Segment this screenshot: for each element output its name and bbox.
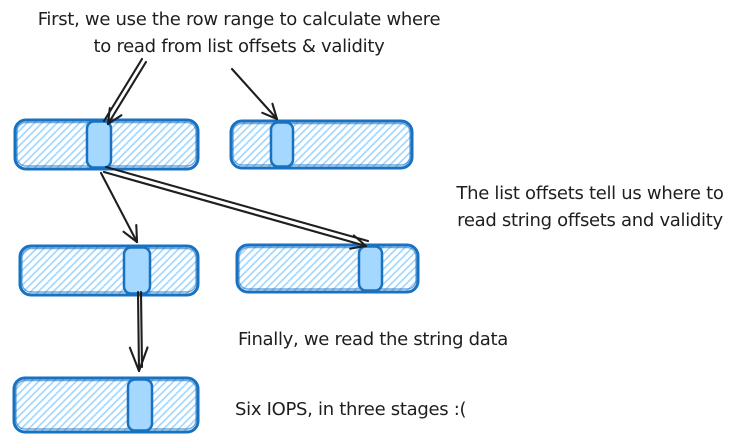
list-offsets-buffer-highlight	[85, 120, 113, 169]
string-data-buffer	[12, 376, 200, 434]
string-validity-buffer	[235, 243, 420, 294]
stage1-annotation-line2: to read from list offsets & validity	[93, 36, 385, 57]
string-data-buffer-highlight	[126, 378, 154, 432]
string-offsets-buffer	[18, 244, 200, 297]
list-validity-buffer	[229, 119, 414, 170]
stage3-annotation: Finally, we read the string data	[238, 326, 508, 353]
summary-annotation: Six IOPS, in three stages :(	[235, 396, 467, 423]
stage1-annotation-line1: First, we use the row range to calculate…	[37, 9, 441, 30]
string-validity-buffer-highlight	[357, 245, 384, 292]
list-offsets-buffer	[13, 118, 200, 171]
stage3-annotation-line1: Finally, we read the string data	[238, 329, 508, 350]
string-offsets-buffer-highlight	[122, 246, 152, 295]
arrow-offsets-to-string-data	[128, 290, 149, 373]
stage2-annotation-line1: The list offsets tell us where to	[456, 183, 724, 204]
summary-annotation-line1: Six IOPS, in three stages :(	[235, 399, 467, 420]
arrow-list-to-string-offsets	[99, 171, 139, 244]
arrow-list-to-string-validity	[102, 165, 370, 250]
arrow-range-to-list-offsets	[102, 57, 148, 126]
list-validity-buffer-highlight	[269, 121, 295, 168]
arrow-range-to-list-validity	[230, 67, 279, 121]
stage1-annotation: First, we use the row range to calculate…	[4, 6, 474, 60]
stage2-annotation: The list offsets tell us where to read s…	[430, 180, 750, 234]
stage2-annotation-line2: read string offsets and validity	[457, 210, 723, 231]
